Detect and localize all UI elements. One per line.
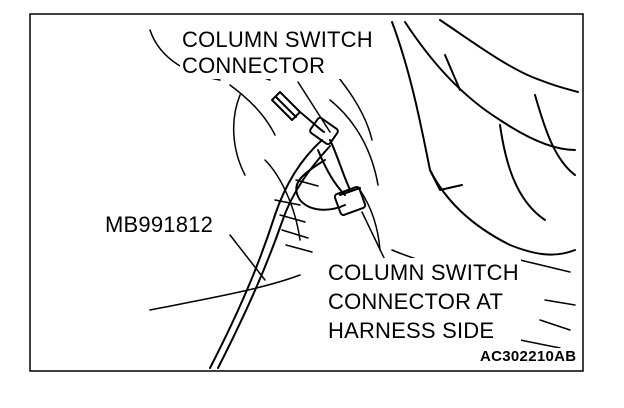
label-column-switch-connector-line2: CONNECTOR [180,53,375,79]
steering-column-housing [391,19,579,256]
label-harness-side-line1: COLUMN SWITCH [326,258,521,287]
leader-upper-connector [297,81,331,133]
figure-code: AC302210AB [478,348,579,365]
leader-lines [229,81,387,281]
label-harness-side-connector: COLUMN SWITCH CONNECTOR AT HARNESS SIDE [326,258,521,345]
leader-tool [229,234,266,281]
leader-harness-connector [361,211,387,263]
label-tool-number: MB991812 [103,212,216,238]
lower-panel [149,159,319,311]
label-harness-side-line3: HARNESS SIDE [326,316,521,345]
upper-connector [271,91,346,179]
label-tool-number-text: MB991812 [103,212,216,238]
label-column-switch-connector: COLUMN SWITCH CONNECTOR [180,27,375,79]
test-harness-cable [209,139,346,369]
label-column-switch-connector-line1: COLUMN SWITCH [180,27,375,53]
label-harness-side-line2: CONNECTOR AT [326,287,521,316]
